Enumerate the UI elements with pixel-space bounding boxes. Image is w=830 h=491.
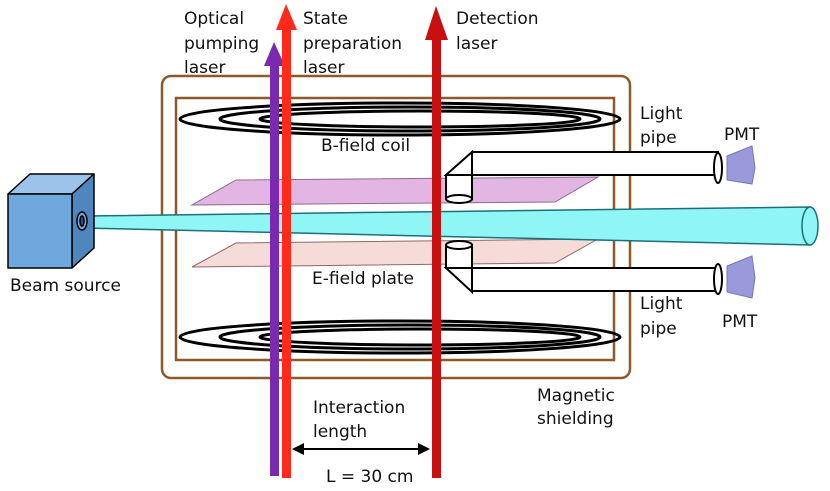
pmt-lower-label: PMT	[722, 312, 758, 332]
molecular-beam	[83, 206, 819, 246]
length-value-label: L = 30 cm	[326, 467, 413, 487]
optical-pumping-laser	[264, 42, 285, 476]
b-field-coil-lower	[178, 319, 622, 355]
light-pipe-upper-label: Light pipe	[640, 104, 688, 148]
interaction-length-arrow	[292, 443, 430, 455]
b-field-coil-upper	[178, 101, 622, 137]
light-pipe-lower-label: Light pipe	[640, 294, 688, 339]
b-field-coil-label: B-field coil	[321, 136, 410, 156]
detection-laser	[425, 6, 448, 478]
optical-pumping-laser-label: Optical pumping laser	[184, 9, 265, 78]
pmt-upper-label: PMT	[724, 125, 760, 145]
magnetic-shielding-label: Magnetic shielding	[537, 386, 620, 429]
pmt-lower	[726, 255, 756, 299]
e-field-plate-label: E-field plate	[312, 269, 414, 289]
beam-source-label: Beam source	[10, 276, 121, 296]
light-pipe-upper	[443, 149, 723, 204]
state-preparation-laser-label: State preparation laser	[303, 9, 407, 78]
e-field-plate-upper	[190, 176, 600, 206]
light-pipe-lower	[443, 240, 723, 295]
detection-laser-label: Detection laser	[456, 9, 544, 54]
beam-source-box	[7, 173, 95, 269]
pmt-upper	[726, 145, 756, 185]
interaction-length-label: Interaction length	[313, 398, 411, 442]
state-preparation-laser	[276, 4, 297, 478]
e-field-plate-lower	[191, 238, 599, 268]
